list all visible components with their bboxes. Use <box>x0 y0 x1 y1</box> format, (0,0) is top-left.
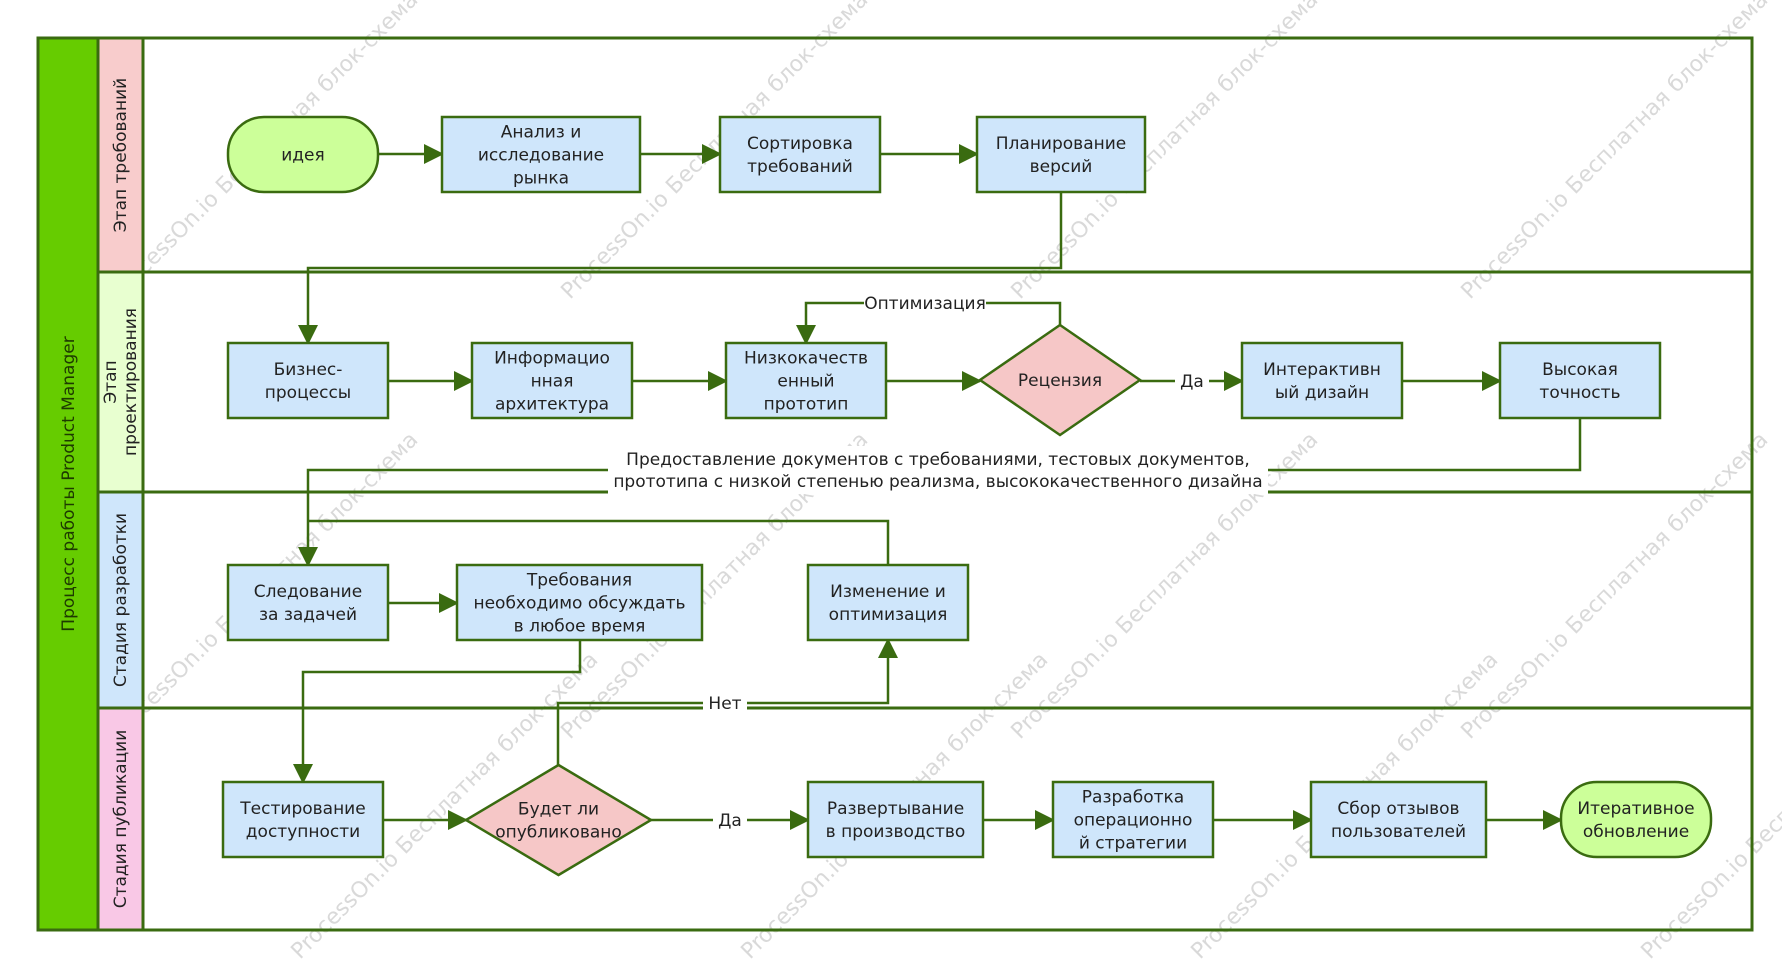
node-sort-shape <box>718 115 882 194</box>
lane-label-design: Этаппроектирования <box>101 308 141 456</box>
node-deploy-shape <box>806 780 985 859</box>
lane-label-req: Этап требований <box>111 78 131 232</box>
label-handoff-bg <box>608 446 1268 494</box>
node-publish-shape <box>463 763 654 877</box>
lane-label-dev: Стадия разработки <box>111 513 131 687</box>
node-iter-shape <box>1559 780 1713 859</box>
lane-header-pub <box>96 706 145 932</box>
node-bp-shape <box>226 341 390 420</box>
node-hifi-shape <box>1498 341 1662 420</box>
label-yes-review-bg <box>1175 368 1209 394</box>
node-discuss-shape <box>455 563 704 642</box>
edge-plan-bp <box>298 192 1063 345</box>
node-follow-shape <box>226 563 390 642</box>
node-lofi-shape <box>724 341 888 420</box>
node-review-shape <box>977 323 1143 437</box>
pool-frame: Процесс работы Product Manager Этап требо… <box>36 36 1754 932</box>
node-test-shape <box>221 780 385 859</box>
lane-header-req <box>96 36 145 274</box>
watermark-text: ProcessOn.io Бесплатная блок-схема <box>1457 0 1774 304</box>
node-bp-label: Бизнес-процессы <box>265 360 351 403</box>
label-yes-publish: Да <box>718 811 742 831</box>
node-change-shape <box>806 563 970 642</box>
label-yes-publish-bg <box>713 807 747 833</box>
label-no: Нет <box>708 694 741 714</box>
node-market-shape <box>440 115 642 194</box>
node-plan-shape <box>975 115 1147 194</box>
label-yes-review: Да <box>1180 372 1204 392</box>
node-ia-shape <box>470 341 634 420</box>
node-inter-shape <box>1240 341 1404 420</box>
node-feedback-shape <box>1309 780 1488 859</box>
label-optimize: Оптимизация <box>864 294 986 314</box>
edge-change-loopback <box>308 519 890 565</box>
node-idea-label: идея <box>281 146 325 166</box>
node-idea-shape <box>226 115 380 194</box>
node-review-label: Рецензия <box>1018 371 1102 391</box>
watermark-text: ProcessOn.io Бесплатная блок-схема <box>1457 428 1774 745</box>
label-handoff: Предоставление документов с требованиями… <box>613 450 1262 492</box>
label-optimize-bg <box>864 290 986 316</box>
pool-title: Процесс работы Product Manager <box>59 336 79 631</box>
lane-label-pub: Стадия публикации <box>111 730 131 909</box>
edge-discuss-test <box>293 640 582 784</box>
label-no-bg <box>703 690 747 716</box>
lane-header-dev <box>96 490 145 710</box>
node-ops-shape <box>1051 780 1215 859</box>
